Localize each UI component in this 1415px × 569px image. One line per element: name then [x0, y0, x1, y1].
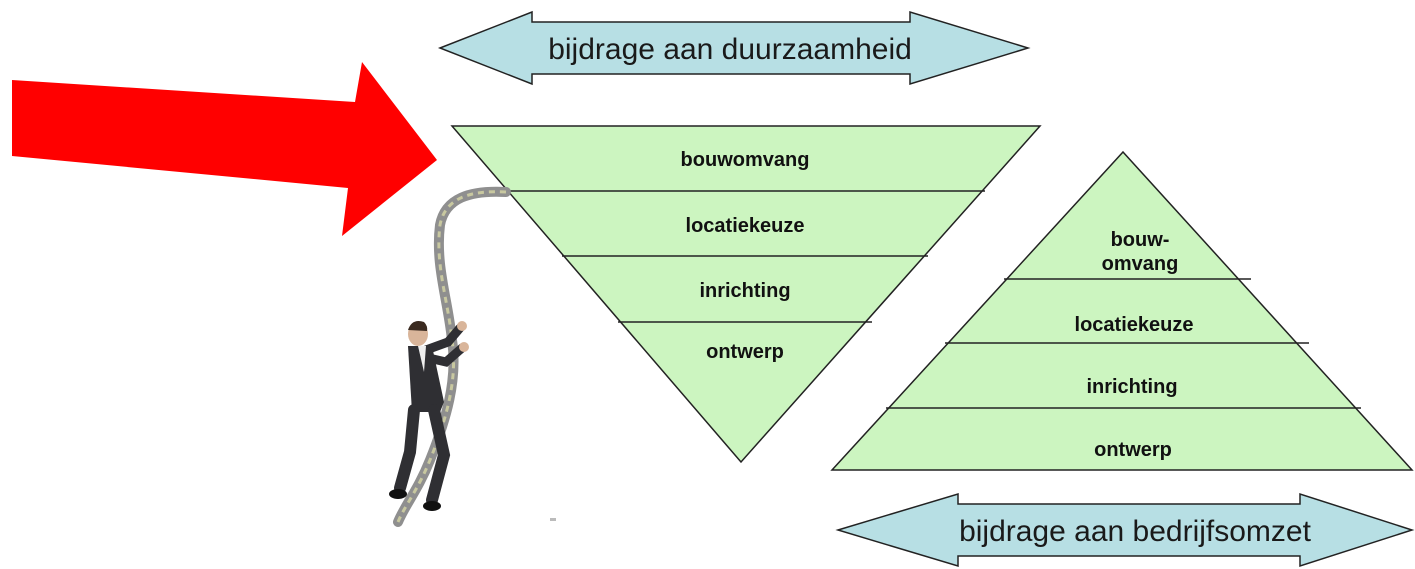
man-hand [459, 342, 469, 352]
man-shirt [418, 346, 426, 372]
inverted-level-label: ontwerp [706, 341, 784, 363]
inverted-pyramid: bouwomvang locatiekeuze inrichting ontwe… [450, 125, 1042, 464]
bottom-double-arrow: bijdrage aan bedrijfsomzet [835, 492, 1415, 568]
man-torso [408, 346, 444, 412]
upright-level-label: bouw- [1111, 229, 1170, 251]
inverted-level-label: bouwomvang [681, 149, 810, 171]
upright-level-label: ontwerp [1094, 439, 1172, 461]
upright-level-label: locatiekeuze [1075, 314, 1194, 336]
man-shoe [423, 501, 441, 511]
man-hair [408, 321, 428, 331]
inverted-level-label: inrichting [699, 280, 790, 302]
man-hand [457, 321, 467, 331]
man-shoe [389, 489, 407, 499]
inverted-pyramid-shape [450, 125, 1042, 464]
upright-pyramid: bouw- omvang locatiekeuze inrichting ont… [830, 150, 1414, 471]
inverted-level-label: locatiekeuze [686, 215, 805, 237]
speck [550, 518, 556, 521]
bottom-arrow-label: bijdrage aan bedrijfsomzet [959, 515, 1312, 548]
businessman-rope-illustration [389, 186, 556, 527]
man-leg [394, 404, 420, 494]
man-arm [421, 323, 465, 355]
top-arrow-label: bijdrage aan duurzaamheid [548, 33, 912, 66]
red-arrow-icon [12, 62, 437, 236]
man-leg [426, 404, 451, 506]
top-double-arrow: bijdrage aan duurzaamheid [437, 10, 1031, 86]
top-double-arrow-shape [437, 10, 1031, 86]
upright-pyramid-shape [830, 150, 1414, 471]
bottom-double-arrow-shape [835, 492, 1415, 568]
upright-level-label: inrichting [1086, 376, 1177, 398]
upright-level-label: omvang [1102, 253, 1179, 275]
